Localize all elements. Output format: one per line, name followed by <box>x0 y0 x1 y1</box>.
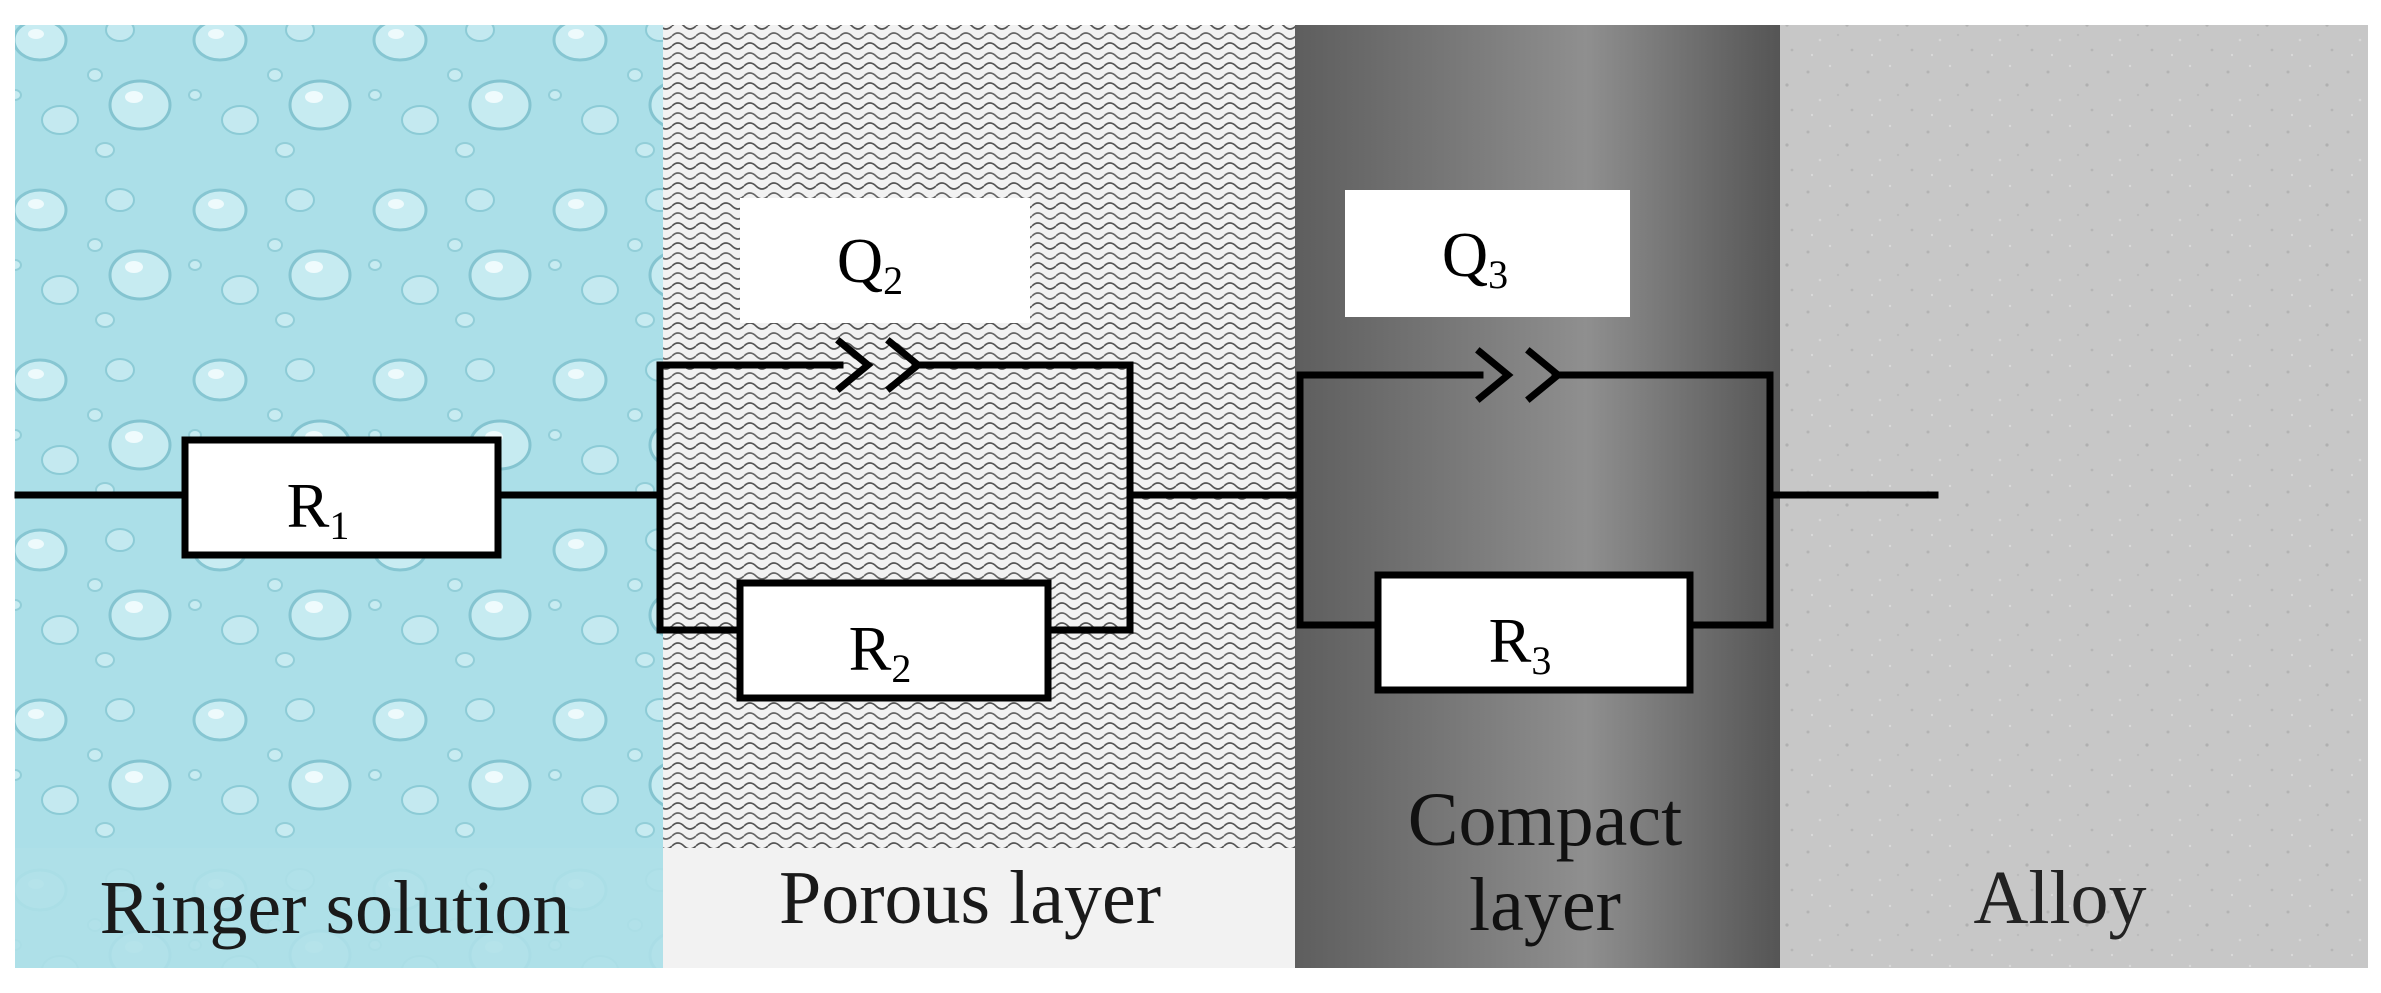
porous-label-strip <box>663 848 1295 968</box>
cpe-q3-label: Q3 <box>1345 190 1630 317</box>
r2-letter: R <box>849 613 892 684</box>
label-alloy: Alloy <box>1973 856 2146 940</box>
ringer-label-strip <box>15 848 663 968</box>
svg-text:R2: R2 <box>849 613 912 691</box>
cpe-q2-label: Q2 <box>740 198 1030 323</box>
cpe-symbol-q2 <box>835 337 924 393</box>
resistor-r1: R1 <box>181 436 502 559</box>
q3-subscript: 3 <box>1488 252 1508 297</box>
label-compact-line1: Compact <box>1408 778 1682 862</box>
svg-text:R3: R3 <box>1489 605 1552 683</box>
layer-labels: Ringer solution Porous layer Compact lay… <box>100 778 2147 950</box>
svg-text:Q3: Q3 <box>1442 219 1508 297</box>
r3-letter: R <box>1489 605 1532 676</box>
q3-letter: Q <box>1442 219 1488 290</box>
r1-letter: R <box>287 470 330 541</box>
svg-text:Q2: Q2 <box>837 225 903 303</box>
label-porous-layer: Porous layer <box>779 856 1161 940</box>
q2-subscript: 2 <box>883 258 903 303</box>
r3-subscript: 3 <box>1531 638 1551 683</box>
cpe-symbol-q3 <box>1475 347 1564 403</box>
label-ringer-solution: Ringer solution <box>100 866 571 950</box>
compact-layer-region <box>1295 25 1780 968</box>
label-compact-line2: layer <box>1469 863 1621 947</box>
svg-text:R1: R1 <box>287 470 350 548</box>
resistor-r3: R3 <box>1374 571 1694 694</box>
r2-subscript: 2 <box>891 646 911 691</box>
circuit-wires <box>14 361 1939 634</box>
q2-letter: Q <box>837 225 883 296</box>
resistor-r2: R2 <box>736 579 1052 702</box>
r1-subscript: 1 <box>329 503 349 548</box>
